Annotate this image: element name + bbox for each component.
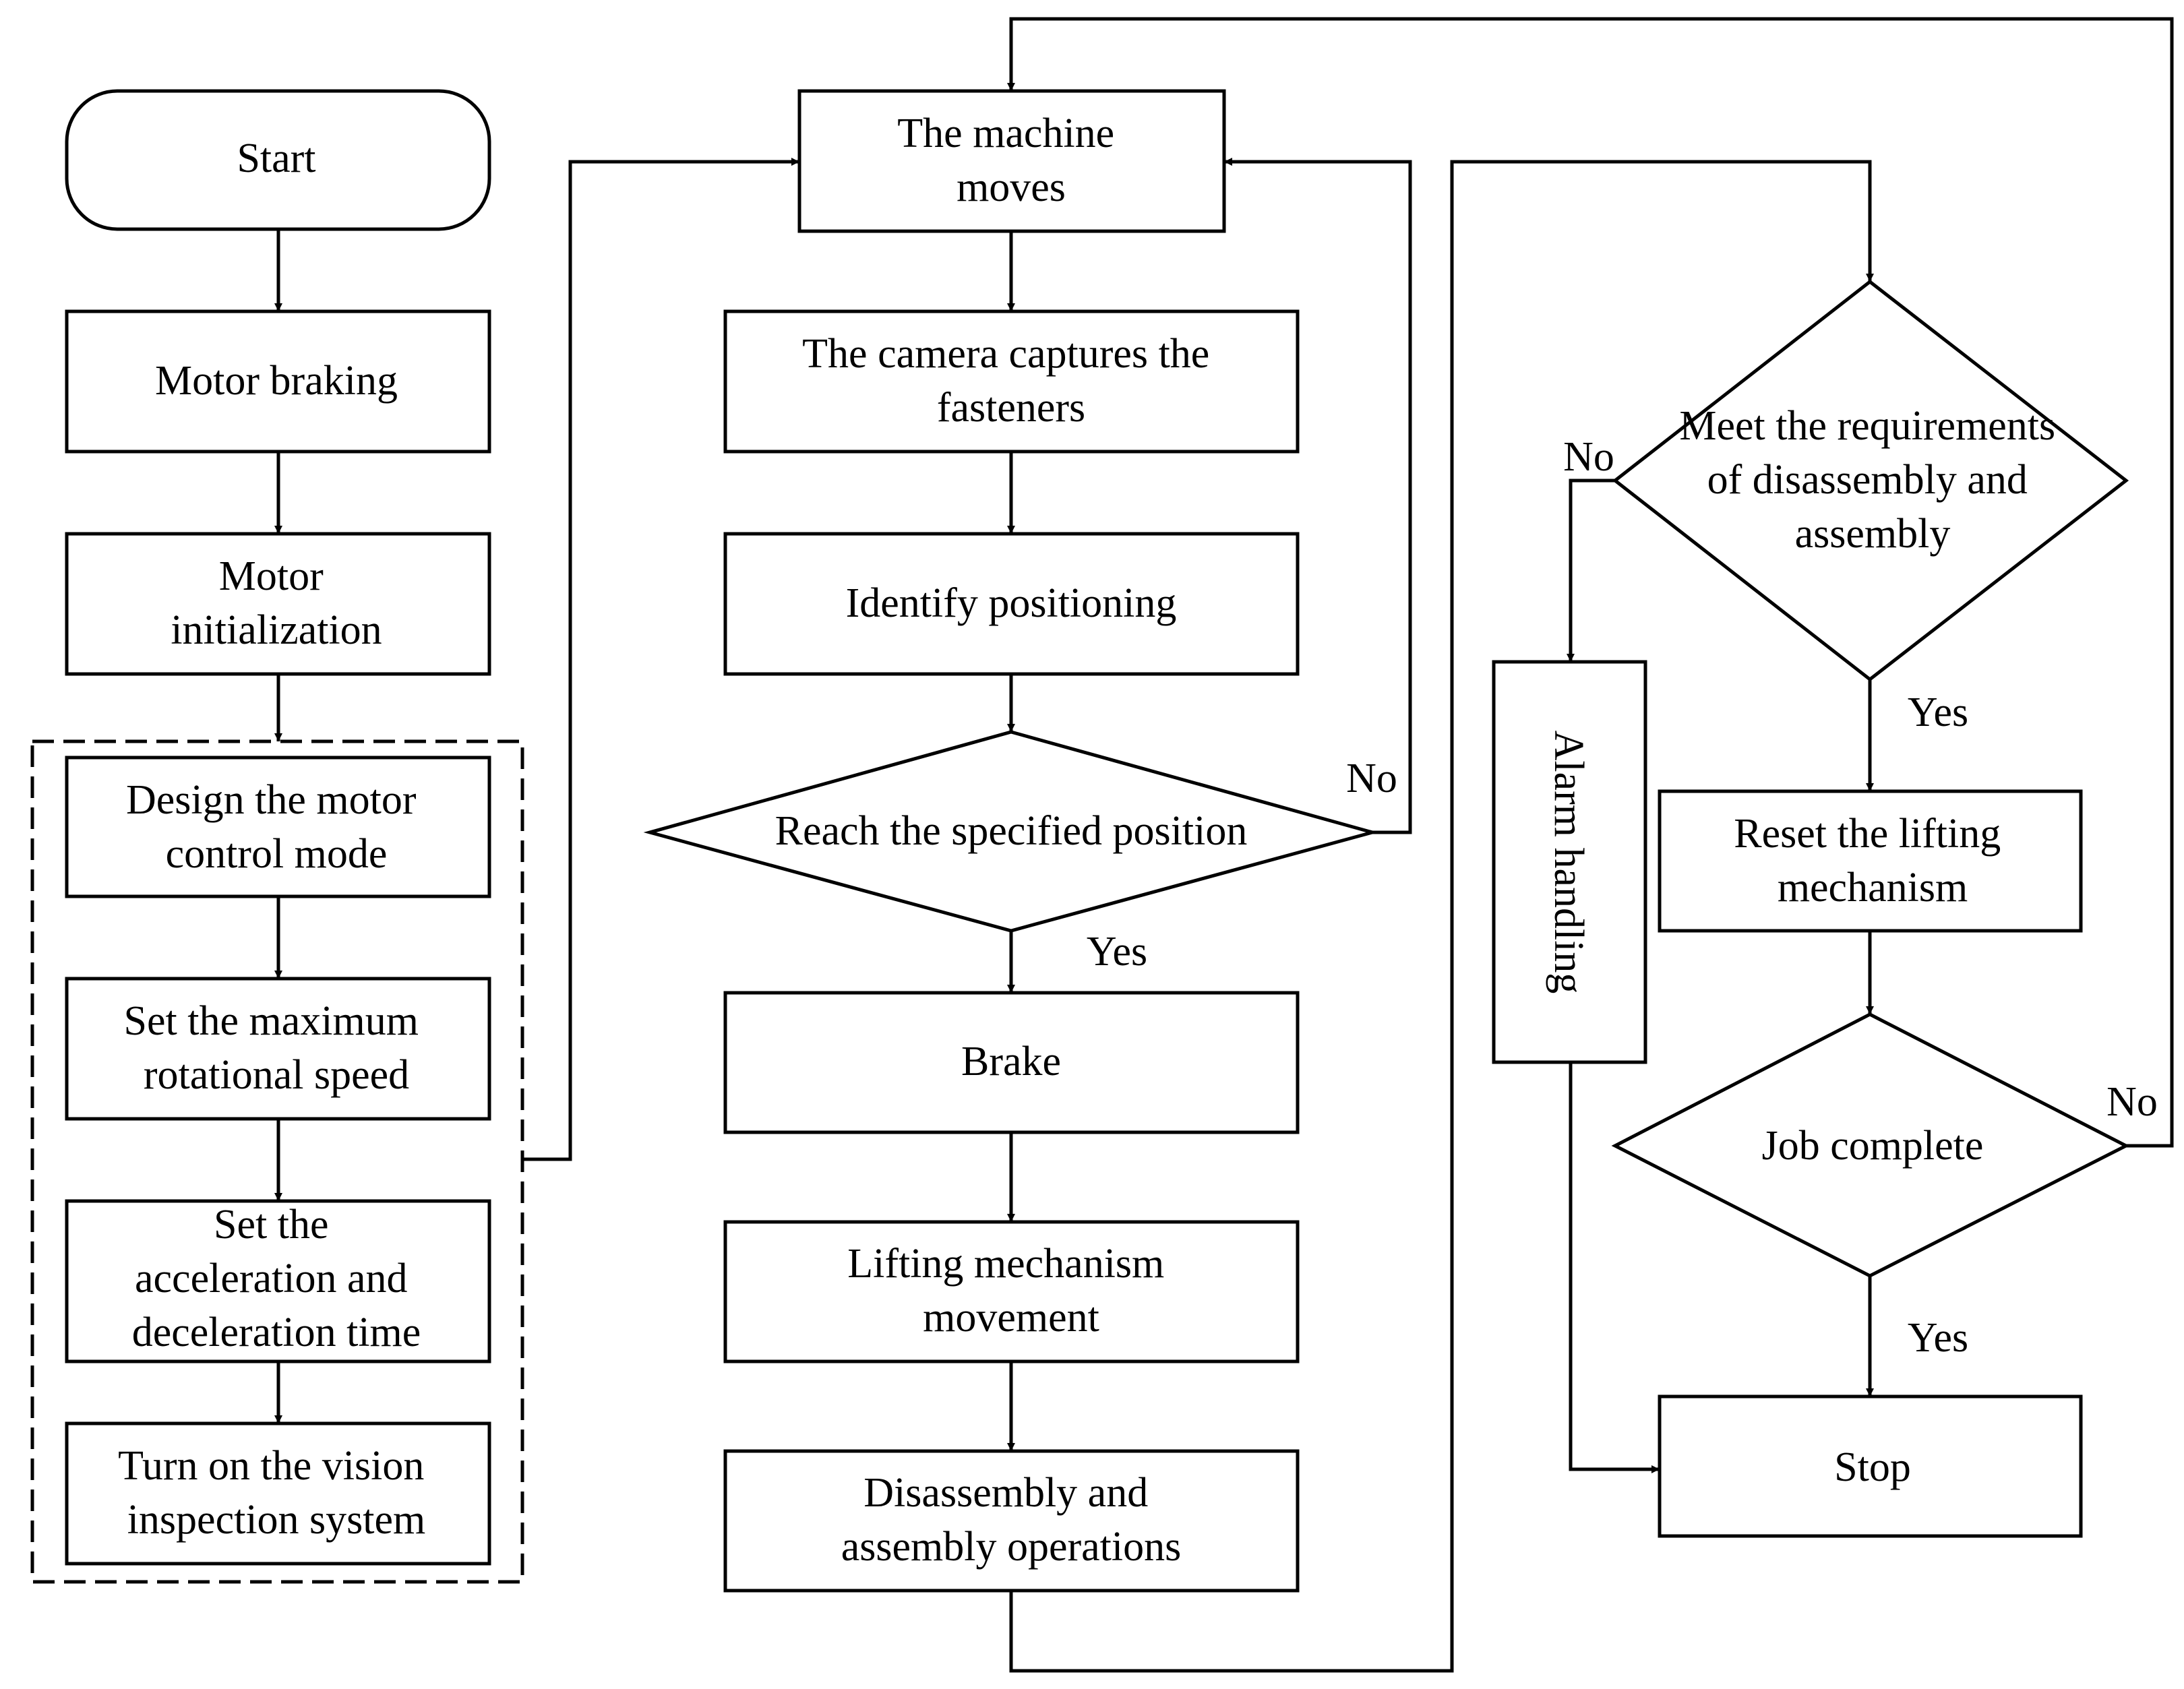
motor-init-label: Motor initialization <box>171 553 382 653</box>
condition-labels: No Yes No Yes No Yes <box>1087 434 2158 1361</box>
camera-box <box>723 309 1300 454</box>
design-mode-box <box>65 756 491 898</box>
alarm-label: Alarm handling <box>1546 731 1591 994</box>
reset-box <box>1658 789 2083 933</box>
motor-braking-label: Motor braking <box>155 358 398 404</box>
camera-label: The camera captures the fasteners <box>802 331 1220 431</box>
arrow-job-no-to-top <box>1007 17 2174 1148</box>
machine-moves-box <box>797 89 1226 233</box>
job-label: Job complete <box>1762 1123 1984 1169</box>
design-mode-label: Design the motor control mode <box>126 777 427 877</box>
stop-box <box>1658 1394 2083 1538</box>
connectors <box>274 17 2174 1673</box>
motor-init-box <box>65 532 491 676</box>
job-yes-label: Yes <box>1908 1315 1968 1361</box>
job-no-label: No <box>2106 1079 2158 1125</box>
arrow-config-to-machine <box>522 158 799 1161</box>
reach-label: Reach the specified position <box>775 808 1248 854</box>
motor-braking-box <box>65 309 491 454</box>
vision-label: Turn on the vision inspection system <box>118 1443 435 1543</box>
lifting-box <box>723 1220 1300 1363</box>
reach-decision <box>643 730 1379 933</box>
meet-label: Meet the requirements of disassembly and… <box>1679 403 2065 557</box>
meet-yes-label: Yes <box>1908 689 1968 735</box>
config-group <box>30 739 524 1584</box>
start-label: Start <box>237 135 315 181</box>
stop-label: Stop <box>1834 1444 1911 1490</box>
shapes <box>30 89 2130 1593</box>
accel-time-label: Set the acceleration and deceleration ti… <box>132 1202 421 1355</box>
disassembly-box <box>723 1449 1300 1593</box>
brake-label: Brake <box>961 1039 1061 1084</box>
meet-decision <box>1612 279 2129 682</box>
reset-label: Reset the lifting mechanism <box>1734 811 2011 911</box>
arrow-alarm-to-stop <box>1569 1062 1660 1473</box>
arrow-disassembly-to-meet <box>1009 160 1874 1673</box>
meet-no-label: No <box>1563 434 1614 480</box>
node-labels: Start Motor braking Motor initialization… <box>118 111 2065 1570</box>
alarm-box <box>1492 660 1647 1064</box>
vision-box <box>65 1421 491 1566</box>
identify-label: Identify positioning <box>846 580 1177 626</box>
max-speed-label: Set the maximum rotational speed <box>124 998 429 1098</box>
job-decision <box>1611 1012 2130 1278</box>
arrow-reach-no-to-machine <box>1224 158 1412 834</box>
brake-box <box>723 991 1300 1134</box>
machine-moves-label: The machine moves <box>897 111 1124 210</box>
lifting-label: Lifting mechanism movement <box>847 1241 1175 1341</box>
arrow-meet-no-to-alarm <box>1567 479 1615 662</box>
reach-no-label: No <box>1346 756 1397 801</box>
accel-time-box <box>65 1199 491 1363</box>
reach-yes-label: Yes <box>1087 929 1147 975</box>
max-speed-box <box>65 977 491 1121</box>
identify-box <box>723 532 1300 676</box>
start-node <box>65 89 491 231</box>
disassembly-label: Disassembly and assembly operations <box>841 1470 1182 1570</box>
